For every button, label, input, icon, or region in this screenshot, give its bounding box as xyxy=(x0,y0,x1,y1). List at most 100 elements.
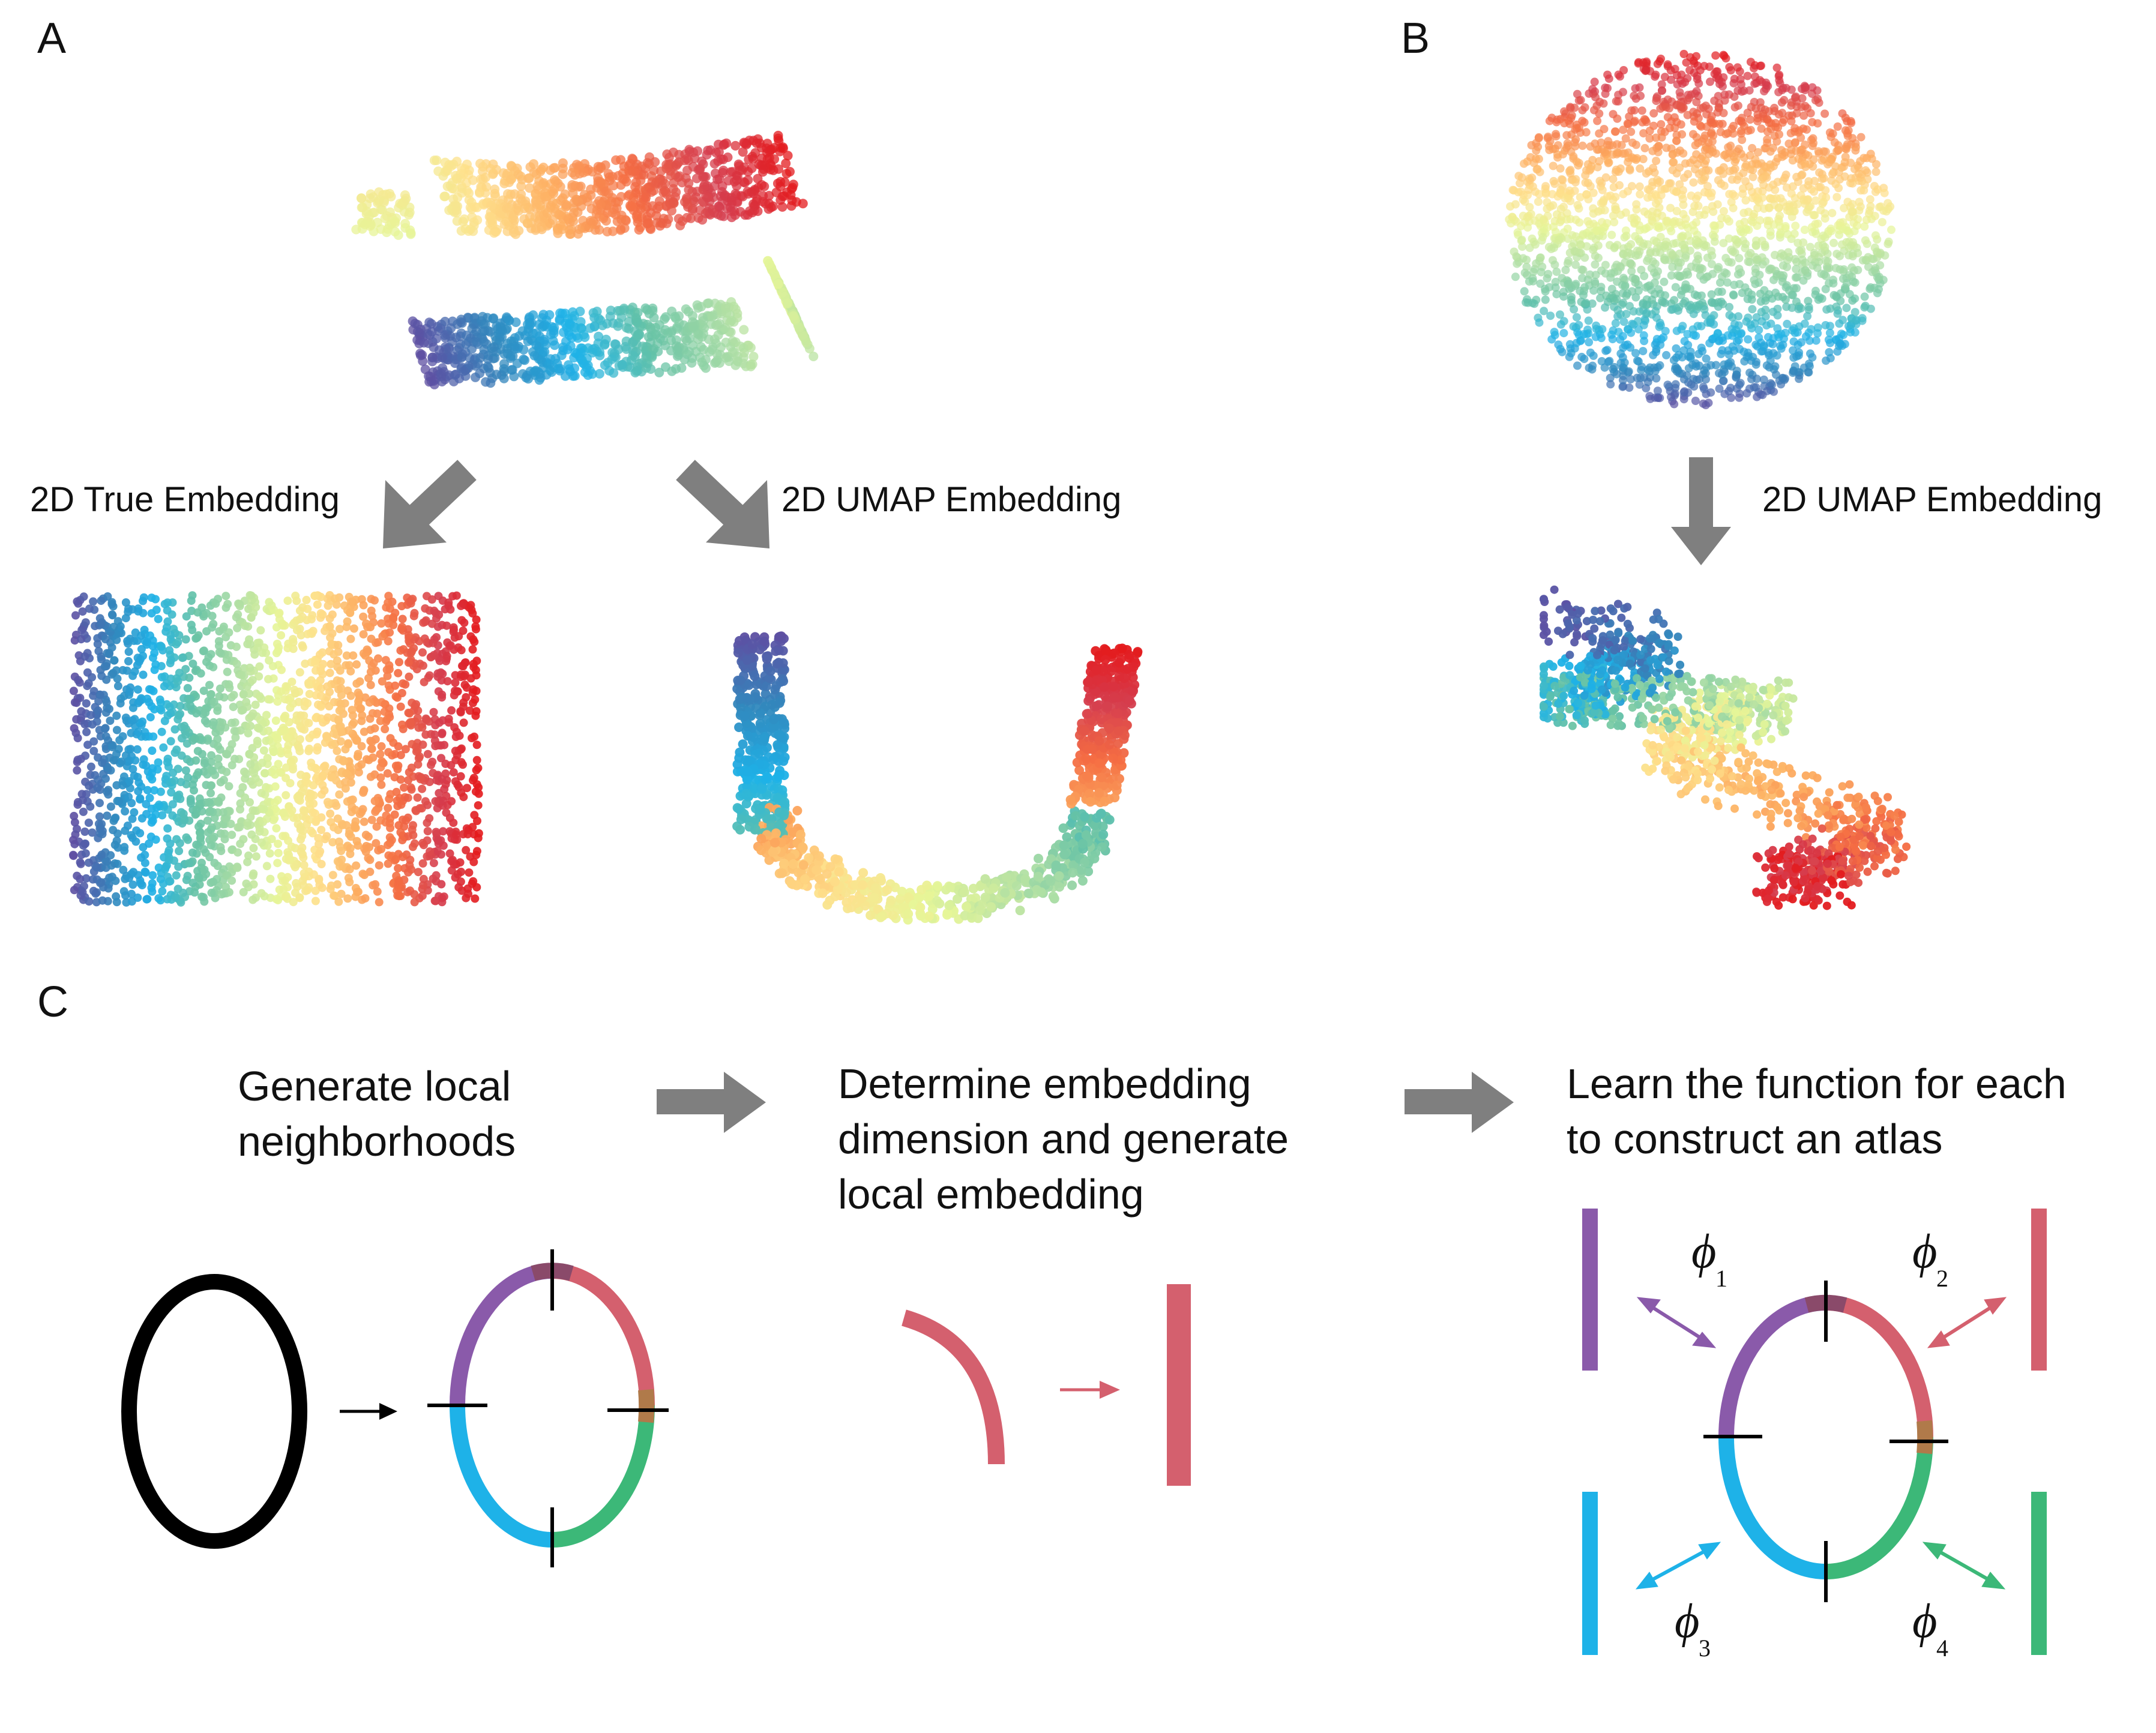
true-embedding-point xyxy=(297,788,306,797)
true-embedding-point xyxy=(404,868,412,877)
true-embedding-point xyxy=(165,646,174,655)
umap-a-point xyxy=(980,892,990,903)
true-embedding-point xyxy=(307,762,316,771)
s-curve-point xyxy=(351,224,361,235)
true-embedding-point xyxy=(272,824,281,833)
true-embedding-point xyxy=(277,665,286,674)
true-embedding-point xyxy=(221,592,230,601)
s-curve-point xyxy=(764,259,774,269)
umap-a-point xyxy=(770,838,780,848)
true-embedding-point xyxy=(316,650,324,659)
true-embedding-point xyxy=(77,625,86,634)
true-embedding-point xyxy=(97,671,106,680)
true-embedding-point xyxy=(211,599,220,608)
true-embedding-point xyxy=(220,835,229,844)
umap-a-point xyxy=(1081,753,1091,763)
s-curve-point xyxy=(531,197,541,207)
true-embedding-point xyxy=(184,773,192,782)
true-embedding-point xyxy=(73,766,82,775)
umap-a-point xyxy=(1087,744,1097,754)
true-embedding-point xyxy=(179,888,187,897)
true-embedding-point xyxy=(134,787,143,796)
umap-a-point xyxy=(742,731,753,741)
true-embedding-point xyxy=(206,781,215,790)
s-curve-point xyxy=(721,353,731,363)
s-curve-point xyxy=(747,163,757,173)
true-embedding-point xyxy=(95,812,104,821)
s-curve-3d-scatter xyxy=(351,130,819,389)
true-embedding-point xyxy=(433,669,442,678)
s-curve-point xyxy=(775,195,786,205)
true-embedding-point xyxy=(400,783,408,792)
s-curve-point xyxy=(631,177,641,187)
umap-a-point xyxy=(1109,682,1119,691)
s-curve-point xyxy=(781,158,791,169)
s-curve-point xyxy=(759,160,769,170)
true-embedding-point xyxy=(460,672,469,681)
true-embedding-point xyxy=(364,832,373,841)
s-curve-point xyxy=(600,339,610,349)
true-embedding-point xyxy=(384,748,393,757)
s-curve-point xyxy=(666,170,676,181)
true-embedding-point xyxy=(338,821,347,830)
umap-a-point xyxy=(732,803,742,813)
s-curve-point xyxy=(453,319,462,329)
true-embedding-point xyxy=(137,853,146,862)
true-embedding-point xyxy=(103,787,111,796)
true-embedding-point xyxy=(457,646,466,655)
true-embedding-point xyxy=(184,835,192,844)
umap-a-point xyxy=(1104,740,1115,749)
s-curve-point xyxy=(683,202,693,212)
s-curve-point xyxy=(558,163,568,173)
s-curve-point xyxy=(508,227,519,238)
true-embedding-point xyxy=(423,592,431,601)
s-curve-point xyxy=(664,152,674,163)
umap-a-point xyxy=(986,902,996,912)
true-embedding-point xyxy=(225,683,234,692)
true-embedding-point xyxy=(197,892,206,901)
s-curve-point xyxy=(457,352,467,362)
true-embedding-point xyxy=(247,712,256,721)
true-embedding-point xyxy=(128,880,137,889)
s-curve-point xyxy=(472,202,482,212)
true-embedding-point xyxy=(474,801,483,810)
true-embedding-point xyxy=(407,785,416,794)
true-embedding-point xyxy=(260,769,269,778)
s-curve-point xyxy=(747,208,757,218)
s-curve-point xyxy=(648,306,658,316)
true-embedding-point xyxy=(79,841,88,850)
s-curve-point xyxy=(672,345,682,355)
s-curve-point xyxy=(486,212,496,223)
s-curve-point xyxy=(623,191,633,201)
true-embedding-point xyxy=(222,655,231,664)
true-embedding-point xyxy=(154,894,163,903)
true-embedding-point xyxy=(426,847,435,856)
true-embedding-point xyxy=(163,824,172,833)
true-embedding-point xyxy=(435,656,444,665)
true-embedding-point xyxy=(314,833,323,842)
s-curve-point xyxy=(611,155,621,165)
true-embedding-point xyxy=(230,727,239,736)
true-embedding-point xyxy=(232,659,241,668)
s-curve-point xyxy=(671,364,681,374)
s-curve-point xyxy=(745,361,756,371)
true-embedding-point xyxy=(148,775,157,784)
s-curve-point xyxy=(434,345,444,355)
true-embedding-point xyxy=(206,689,215,698)
true-embedding-point xyxy=(170,776,179,785)
true-embedding-point xyxy=(152,605,161,614)
s-curve-point xyxy=(357,193,367,203)
true-embedding-point xyxy=(316,691,325,700)
true-embedding-point xyxy=(384,637,393,646)
true-embedding-point xyxy=(133,685,142,694)
true-embedding-point xyxy=(384,598,393,607)
true-embedding-point xyxy=(432,633,441,641)
umap-a-point xyxy=(842,897,852,907)
true-embedding-point xyxy=(414,723,423,732)
true-embedding-point xyxy=(376,773,385,782)
true-embedding-point xyxy=(469,635,478,644)
true-embedding-point xyxy=(253,740,262,749)
true-embedding-point xyxy=(459,793,468,802)
true-embedding-point xyxy=(333,656,342,665)
true-embedding-point xyxy=(425,671,434,680)
